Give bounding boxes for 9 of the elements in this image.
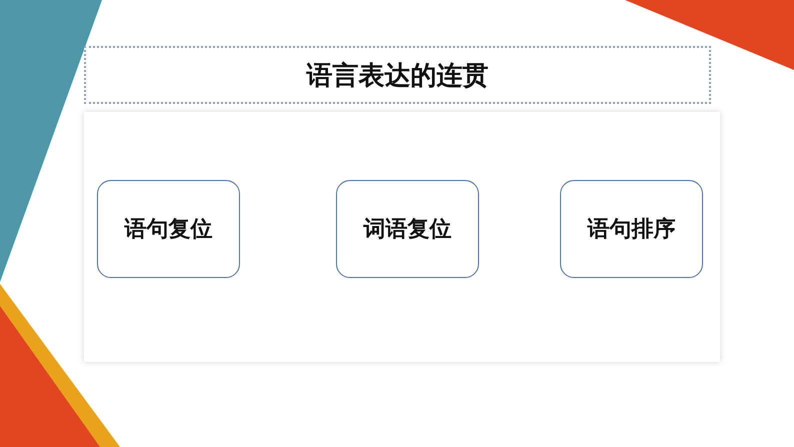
heading: 语言表达的连贯 — [306, 60, 488, 92]
rounded-box — [560, 180, 703, 278]
box-label: 词语复位 — [364, 216, 452, 244]
title-box — [84, 46, 711, 104]
panel — [84, 112, 720, 362]
box-label: 语句复位 — [124, 216, 212, 244]
box-label: 语句排序 — [588, 216, 676, 244]
rounded-box — [97, 180, 240, 278]
rounded-box — [336, 180, 479, 278]
